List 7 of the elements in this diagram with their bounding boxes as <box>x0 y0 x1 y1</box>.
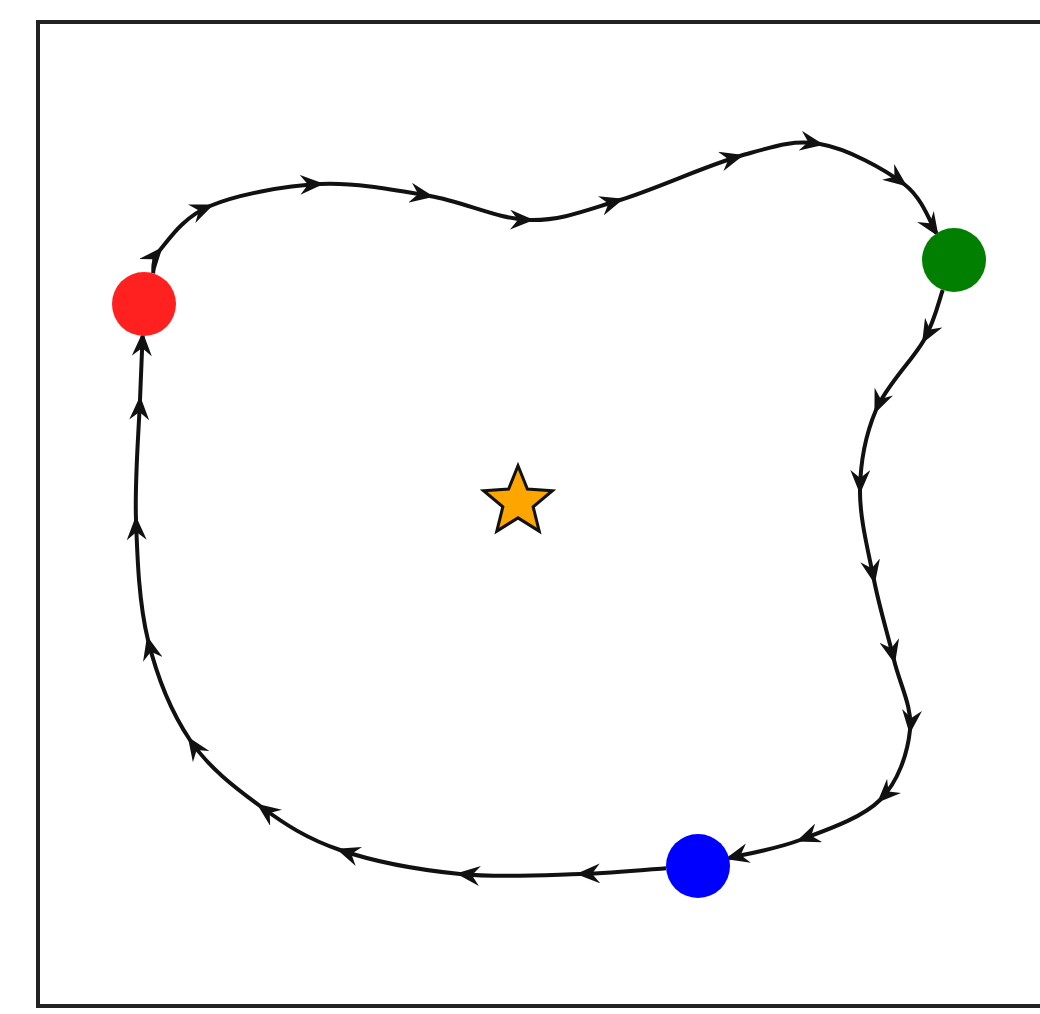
arrow <box>127 335 667 886</box>
arrow <box>728 289 945 863</box>
marker-dot <box>112 272 176 336</box>
arrow <box>140 131 939 274</box>
marker-dot <box>666 834 730 898</box>
star-marker <box>480 462 556 538</box>
marker-dot <box>922 228 986 292</box>
